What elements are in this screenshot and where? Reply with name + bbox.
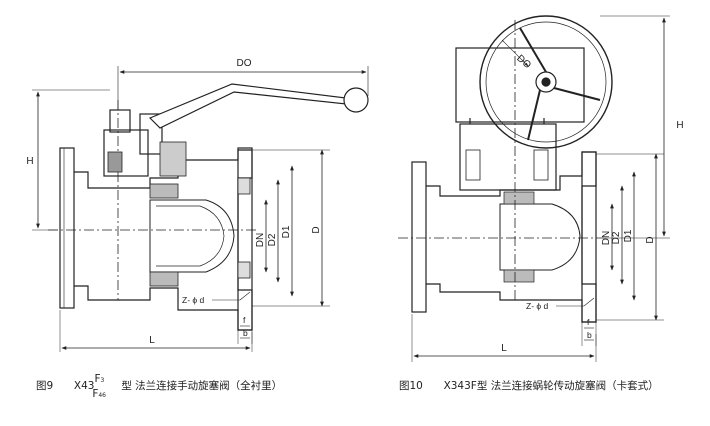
label-d2: D2 [611,231,622,244]
figure-9-title: 型 法兰连接手动旋塞阀（全衬里） [121,380,283,392]
label-z-phi-d: Z- ϕ d [182,295,205,305]
figure-9-drawing [32,66,369,352]
figure-9-labels: DO H DN D2 D1 D Z- ϕ d f b L [26,58,322,346]
figure-10-title: 法兰连接蜗轮传动旋塞阀（卡套式） [490,380,659,392]
label-do: DO [237,58,252,69]
label-dn: DN [601,231,612,245]
right-flange-outlet [581,151,597,323]
figure-10-caption: 图10 X343F型 法兰连接蜗轮传动旋塞阀（卡套式） [399,378,659,393]
left-stem-housing [103,129,149,177]
left-flange-outlet [237,147,253,331]
figure-9-sup: F [94,373,101,385]
label-dn: DN [255,233,266,247]
label-z-phi-d: Z- ϕ d [526,301,549,311]
label-do: DO [514,53,533,71]
label-d1: D1 [623,229,634,242]
right-handwheel [479,15,613,149]
figure-10-model: X343F型 [443,380,488,392]
figure-9-sub-sub: 46 [98,392,106,399]
figure-10-number: 图10 [399,380,423,392]
label-l: L [149,335,155,346]
figure-9-number: 图9 [36,380,54,392]
label-d: D [311,226,322,233]
label-h: H [26,156,33,167]
figure-9-sup-sub: 3 [100,377,105,384]
label-l: L [501,343,507,354]
figure-9-model-prefix: X43 [73,380,95,392]
label-f: f [587,317,590,327]
right-gearbox [455,47,585,123]
right-flange-inlet [411,161,427,313]
figure-9-sub: F [92,388,99,400]
label-d2: D2 [267,233,278,246]
figure-10-drawing [398,15,670,362]
left-plug [149,199,235,273]
figure-9-caption: 图9 X43F3F46 型 法兰连接手动旋塞阀（全衬里） [36,373,283,400]
label-b: b [243,328,248,338]
label-d1: D1 [281,225,292,238]
label-h: H [676,120,683,131]
label-f: f [243,315,246,325]
label-d: D [645,236,656,243]
left-flange-inlet [59,147,75,309]
left-body [74,149,253,331]
right-body [426,151,597,323]
right-plug [499,203,581,271]
left-handle [148,83,347,129]
label-b: b [587,330,592,340]
left-handle-knob [343,87,369,113]
